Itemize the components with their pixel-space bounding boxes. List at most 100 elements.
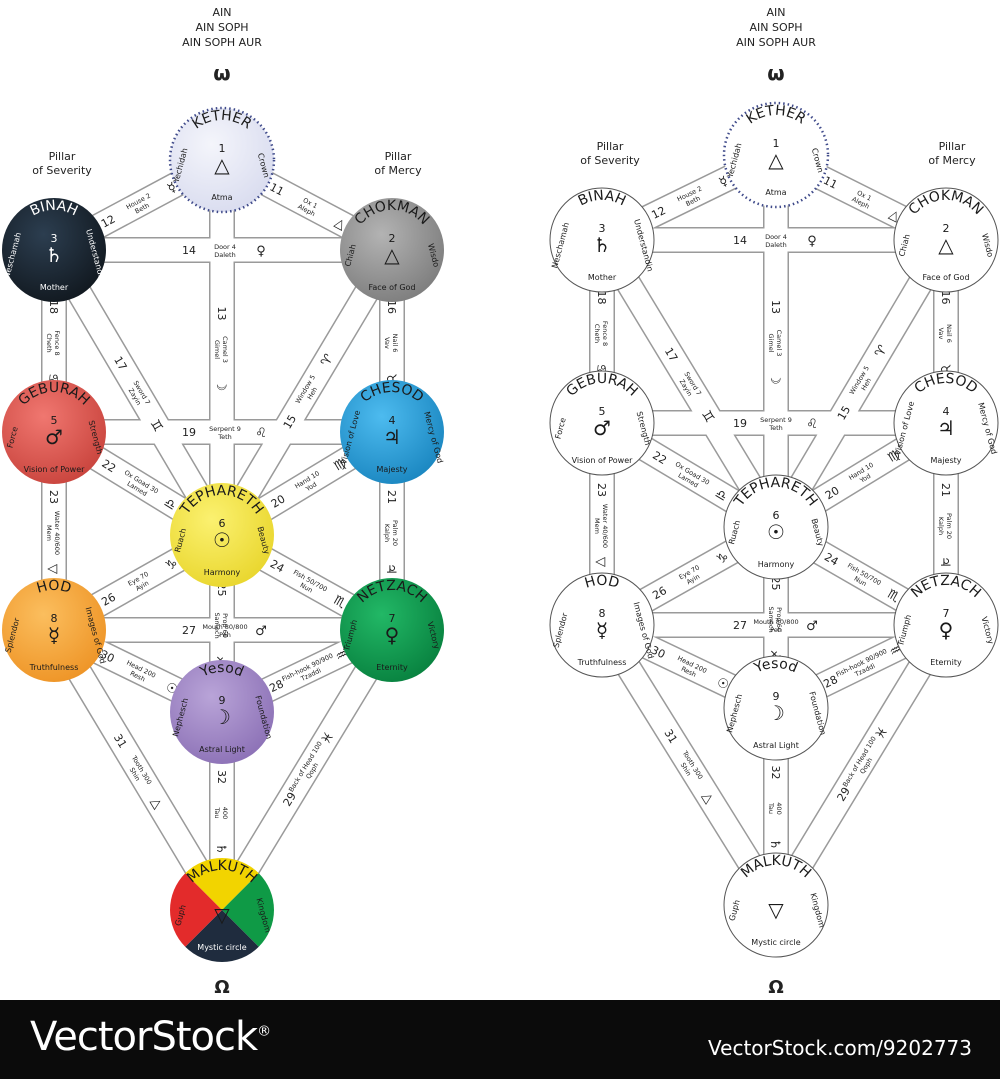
path-number: 19: [182, 426, 196, 439]
color-pillar-mercy-label: of Mercy: [374, 164, 422, 177]
path-label: Palm 20: [391, 520, 399, 546]
path-label: Serpent 9: [209, 425, 241, 433]
path-number: 26: [650, 584, 669, 602]
path-number: 18: [595, 291, 608, 305]
sephirah-number: 9: [219, 694, 226, 707]
sephirah-symbol: △: [384, 243, 400, 267]
color-path-15-band: [212, 244, 402, 541]
path-number: 16: [939, 291, 952, 305]
path-number: 11: [267, 181, 285, 199]
outline-pillar-mercy-label: Pillar: [939, 140, 966, 153]
path-symbol: ♃: [937, 556, 952, 568]
brand-logo: VectorStock®: [30, 1014, 271, 1060]
path-number: 32: [215, 770, 228, 784]
path-label: Fence 8: [53, 330, 61, 355]
sephirah-number: 8: [51, 612, 58, 625]
outline-header-ain: AIN: [767, 6, 786, 19]
path-label: 400: [221, 807, 229, 819]
sephirah-disc: [893, 187, 999, 293]
sephirah-bottom-word: Truthfulness: [577, 658, 627, 667]
path-label: Water 40/600: [53, 511, 61, 555]
path-symbol: ▽: [45, 564, 60, 574]
color-path-31-band: [44, 624, 232, 916]
path-letter: Gimel: [213, 340, 221, 359]
color-pillar-mercy-label: Pillar: [385, 150, 412, 163]
path-number: 29: [835, 785, 853, 804]
path-number: 11: [821, 174, 839, 192]
sephirah-number: 6: [773, 509, 780, 522]
path-label: Prop 60: [221, 613, 229, 638]
sephirah-bottom-word: Vision of Power: [24, 465, 86, 474]
path-symbol: ♉: [383, 373, 398, 385]
sephirah-bottom-word: Harmony: [204, 568, 241, 577]
sephirah-bottom-word: Eternity: [930, 658, 962, 667]
path-letter: Cheth: [593, 324, 601, 343]
path-label: Serpent 9: [760, 416, 792, 424]
path-label: Nail 6: [391, 334, 399, 353]
sephirah-symbol: ♀: [385, 623, 400, 647]
sephirah-disc: [893, 572, 999, 678]
sephirah-bottom-word: Mystic circle: [751, 938, 800, 947]
path-number: 20: [269, 492, 288, 510]
sephirah-symbol: ♄: [45, 243, 63, 267]
sephirah-bottom-word: Mother: [588, 273, 617, 282]
outline-path-31-band: [592, 618, 786, 912]
path-symbol: ♄: [767, 839, 782, 851]
path-symbol: ♋: [593, 364, 608, 376]
color-header-glyph: ω: [213, 61, 230, 85]
sephirah-disc: [168, 106, 276, 214]
sephirah-bottom-word: Face of God: [922, 273, 969, 282]
path-letter: Peh: [770, 626, 782, 634]
stock-id: VectorStock.com/9202773: [708, 1036, 972, 1060]
color-path-29-band: [212, 624, 402, 916]
path-number: 27: [182, 624, 196, 637]
sephirah-disc: [2, 198, 106, 302]
path-number: 22: [99, 457, 118, 475]
sephirah-number: 9: [773, 690, 780, 703]
path-letter: Tau: [213, 807, 221, 819]
path-label: Camel 3: [221, 336, 229, 363]
sephirah-symbol: ♃: [383, 425, 401, 449]
path-number: 23: [595, 483, 608, 497]
path-symbol: ▽: [593, 557, 608, 567]
path-symbol: ♌: [255, 426, 267, 441]
path-number: 18: [47, 300, 60, 314]
sephirah-number: 7: [389, 612, 396, 625]
sephirah-symbol: ☿: [48, 623, 60, 647]
sephirah-symbol: ☽: [213, 705, 231, 729]
path-label: Palm 20: [945, 513, 953, 539]
path-letter: Mem: [45, 525, 53, 541]
path-letter: Daleth: [765, 241, 786, 249]
path-number: 15: [835, 404, 853, 423]
sephirah-number: 7: [943, 607, 950, 620]
sephirah-disc: [2, 578, 106, 682]
path-letter: Tau: [767, 802, 775, 814]
sephirah-number: 5: [599, 405, 606, 418]
path-label: Camel 3: [775, 330, 783, 357]
path-number: 31: [661, 727, 679, 746]
